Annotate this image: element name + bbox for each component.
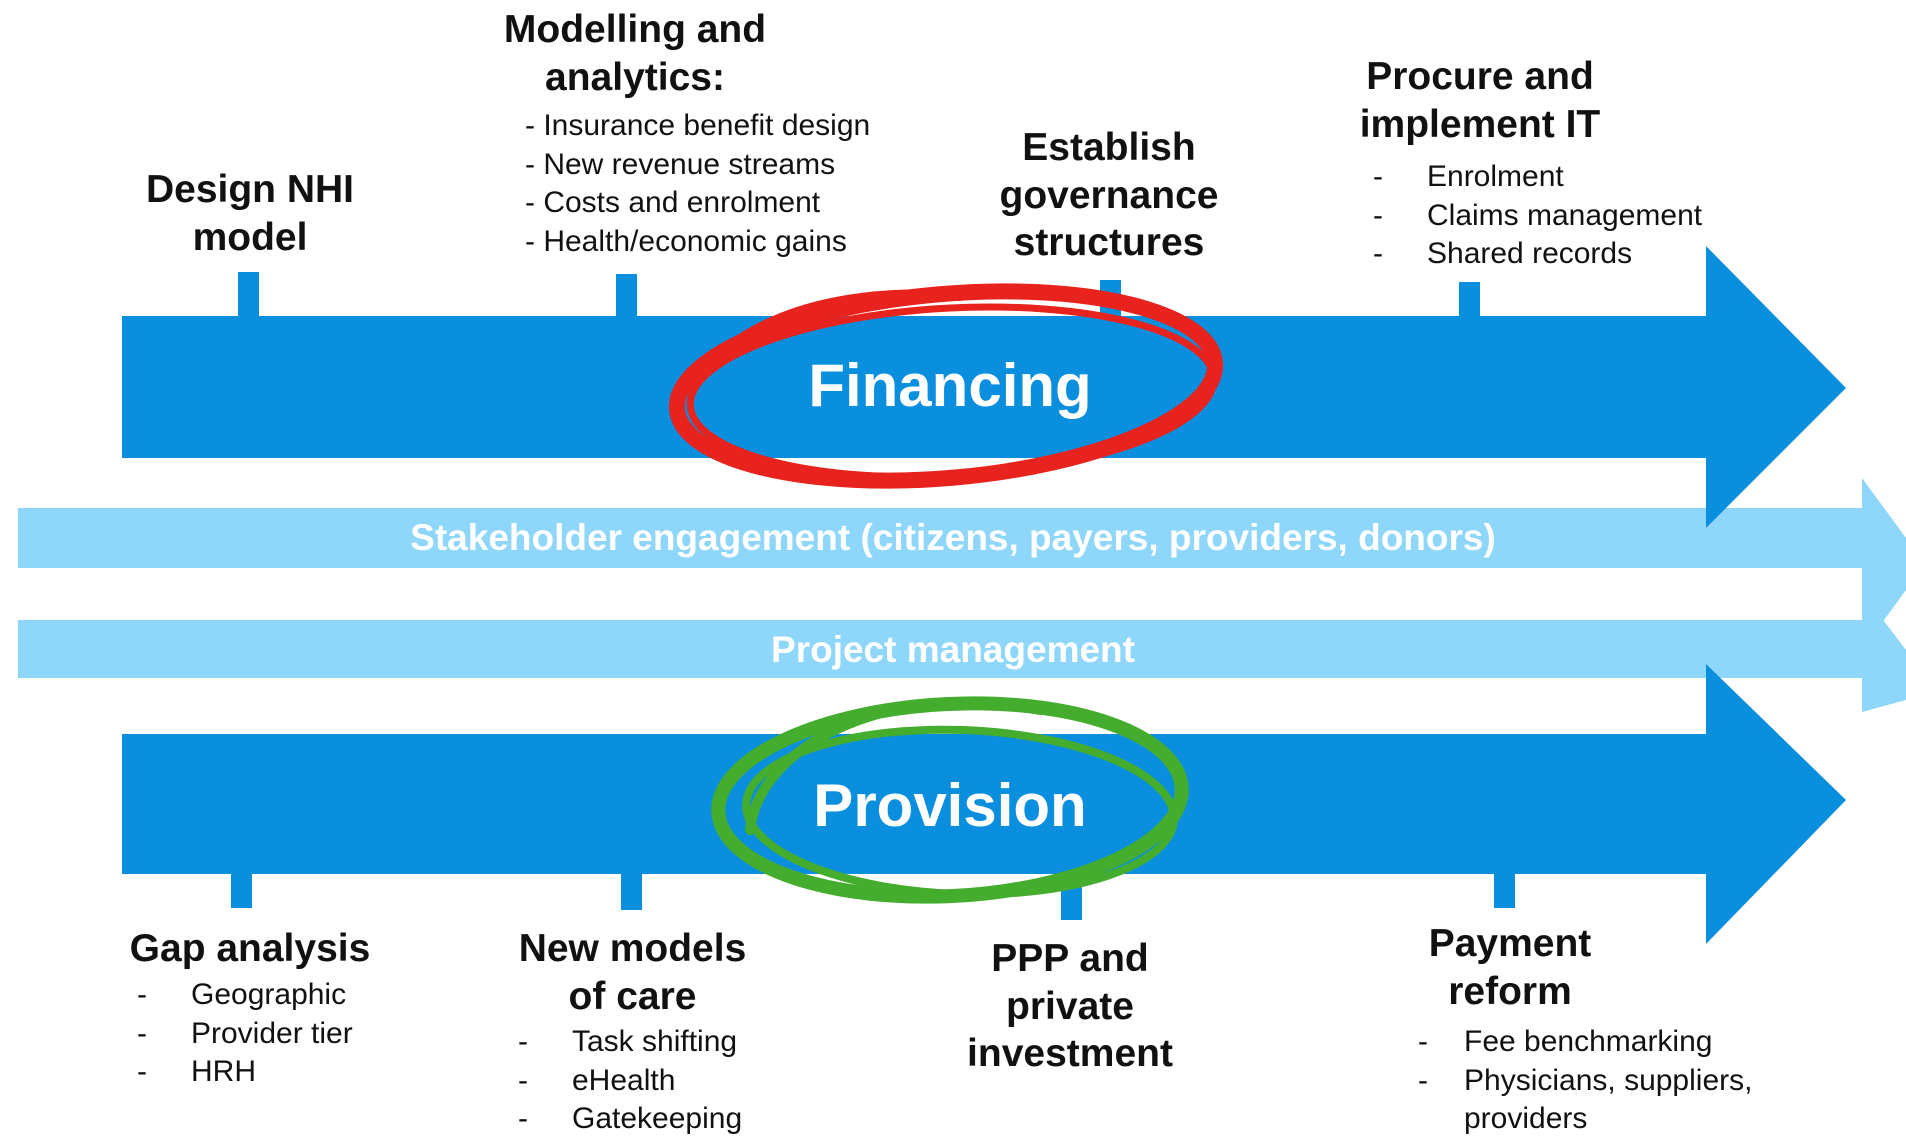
milestone-payment-title: Payment reform — [1428, 922, 1592, 1013]
milestone-governance-title: Establish governance structures — [999, 126, 1219, 265]
stakeholder-band-label: Stakeholder engagement (citizens, payers… — [410, 517, 1496, 558]
provision-highlight-circle — [711, 696, 1189, 904]
milestone-models-list: Task shifting eHealth Gatekeeping — [518, 1023, 742, 1139]
list-item: Shared records — [1373, 235, 1702, 274]
list-item: Provider tier — [137, 1015, 353, 1054]
milestone-gap-title: Gap analysis — [129, 927, 371, 970]
tick-it — [1459, 282, 1480, 318]
financing-highlight-circle — [668, 283, 1224, 489]
tick-models — [621, 872, 642, 910]
milestone-gap-list: Geographic Provider tier HRH — [137, 976, 353, 1092]
tick-payment — [1494, 872, 1515, 908]
project-band-arrow — [18, 592, 1906, 712]
list-item: - Health/economic gains — [525, 224, 847, 258]
list-item: Fee benchmarking — [1464, 1025, 1713, 1058]
payment-dash-markers: -- — [1418, 1025, 1428, 1097]
tick-modelling — [616, 274, 637, 318]
milestone-modelling-list: - Insurance benefit design - New revenue… — [525, 107, 870, 261]
list-item: Physicians, suppliers, — [1464, 1063, 1753, 1097]
list-item: - New revenue streams — [525, 147, 836, 181]
milestone-models-title: New models of care — [518, 927, 747, 1018]
list-item: - Insurance benefit design — [525, 109, 871, 142]
milestone-design-title: Design NHI model — [145, 168, 355, 259]
list-item: providers — [1464, 1102, 1588, 1135]
project-band-label: Project management — [771, 629, 1135, 670]
list-item: Gatekeeping — [518, 1100, 742, 1139]
milestone-modelling-title: Modelling and analytics: — [503, 8, 767, 99]
tick-design — [238, 272, 259, 318]
list-item: Task shifting — [518, 1023, 742, 1062]
list-item: Claims management — [1373, 197, 1702, 236]
financing-arrow — [122, 246, 1846, 528]
list-item: Geographic — [137, 976, 353, 1015]
financing-title: Financing — [808, 352, 1092, 419]
list-item: eHealth — [518, 1062, 742, 1101]
milestone-payment-list: Fee benchmarking Physicians, suppliers, … — [1410, 1023, 1752, 1139]
milestone-it-list: Enrolment Claims management Shared recor… — [1373, 158, 1702, 274]
provision-arrow — [122, 664, 1846, 944]
provision-title: Provision — [813, 772, 1087, 839]
tick-gap — [231, 872, 252, 908]
milestone-ppp-title: PPP and private investment — [967, 937, 1173, 1076]
stakeholder-band-arrow — [18, 478, 1906, 650]
milestone-it-title: Procure and implement IT — [1359, 55, 1601, 146]
list-item: HRH — [137, 1053, 353, 1092]
list-item: - Costs and enrolment — [525, 186, 821, 219]
list-item: Enrolment — [1373, 158, 1702, 197]
